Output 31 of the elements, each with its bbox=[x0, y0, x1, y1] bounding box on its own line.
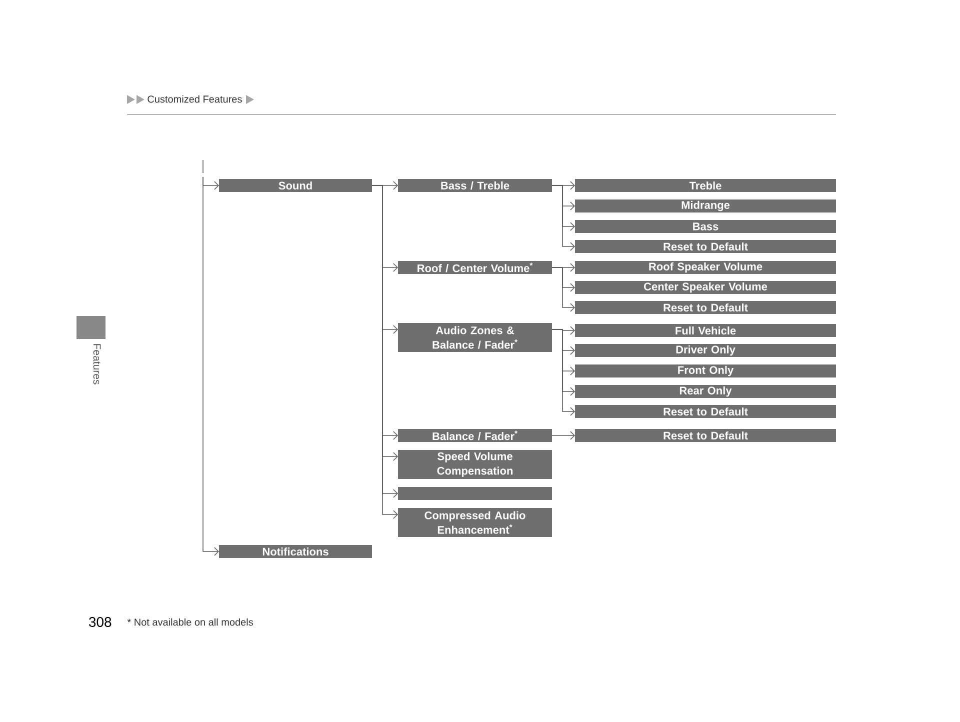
menu-item-bar: Treble bbox=[575, 179, 836, 192]
menu-item-bar: Rear Only bbox=[575, 385, 836, 398]
menu-item-bar: Reset to Default bbox=[575, 240, 836, 253]
page-number: 308 bbox=[88, 617, 112, 627]
menu-item-bar: Driver Only bbox=[575, 344, 836, 357]
menu-item-bar: Compressed Audio Enhancement$^{*}$ bbox=[398, 508, 552, 537]
section-label: Features bbox=[93, 344, 101, 384]
menu-item-bar: Full Vehicle bbox=[575, 324, 836, 337]
connector-arrow bbox=[552, 329, 576, 416]
menu-item-bar: Balance / Fader$^{*}$ bbox=[398, 429, 552, 442]
menu-item-bar: Speed Volume Compensation bbox=[398, 450, 552, 479]
menu-item-bar: Reset to Default bbox=[575, 301, 836, 314]
menu-item-bar: Roof / Center Volume$^{*}$ bbox=[398, 261, 552, 274]
menu-item-bar: Audio Zones & Balance / Fader$^{*}$ bbox=[398, 323, 552, 352]
menu-item-bar: Reset to Default bbox=[575, 405, 836, 418]
menu-item-bar: Sound bbox=[219, 179, 372, 192]
connector-arrow bbox=[552, 185, 576, 251]
footnote: * Not available on all models bbox=[127, 618, 253, 626]
menu-item-bar: Roof Speaker Volume bbox=[575, 261, 836, 274]
connector-arrow bbox=[552, 431, 576, 440]
connector-arrow bbox=[552, 267, 576, 312]
menu-item-bar: Reset to Default bbox=[575, 429, 836, 442]
menu-item-bar: Front Only bbox=[575, 364, 836, 378]
menu-item-bar: Center Speaker Volume bbox=[575, 281, 836, 294]
menu-item-bar: Bass / Treble bbox=[398, 179, 552, 192]
breadcrumb-text: Customized Features bbox=[148, 95, 242, 103]
menu-item-bar bbox=[398, 487, 552, 500]
connector-arrow bbox=[202, 176, 219, 556]
menu-item-bar: Notifications bbox=[219, 545, 372, 558]
menu-item-bar: Bass bbox=[575, 220, 836, 233]
menu-item-bar: Midrange bbox=[575, 200, 836, 212]
